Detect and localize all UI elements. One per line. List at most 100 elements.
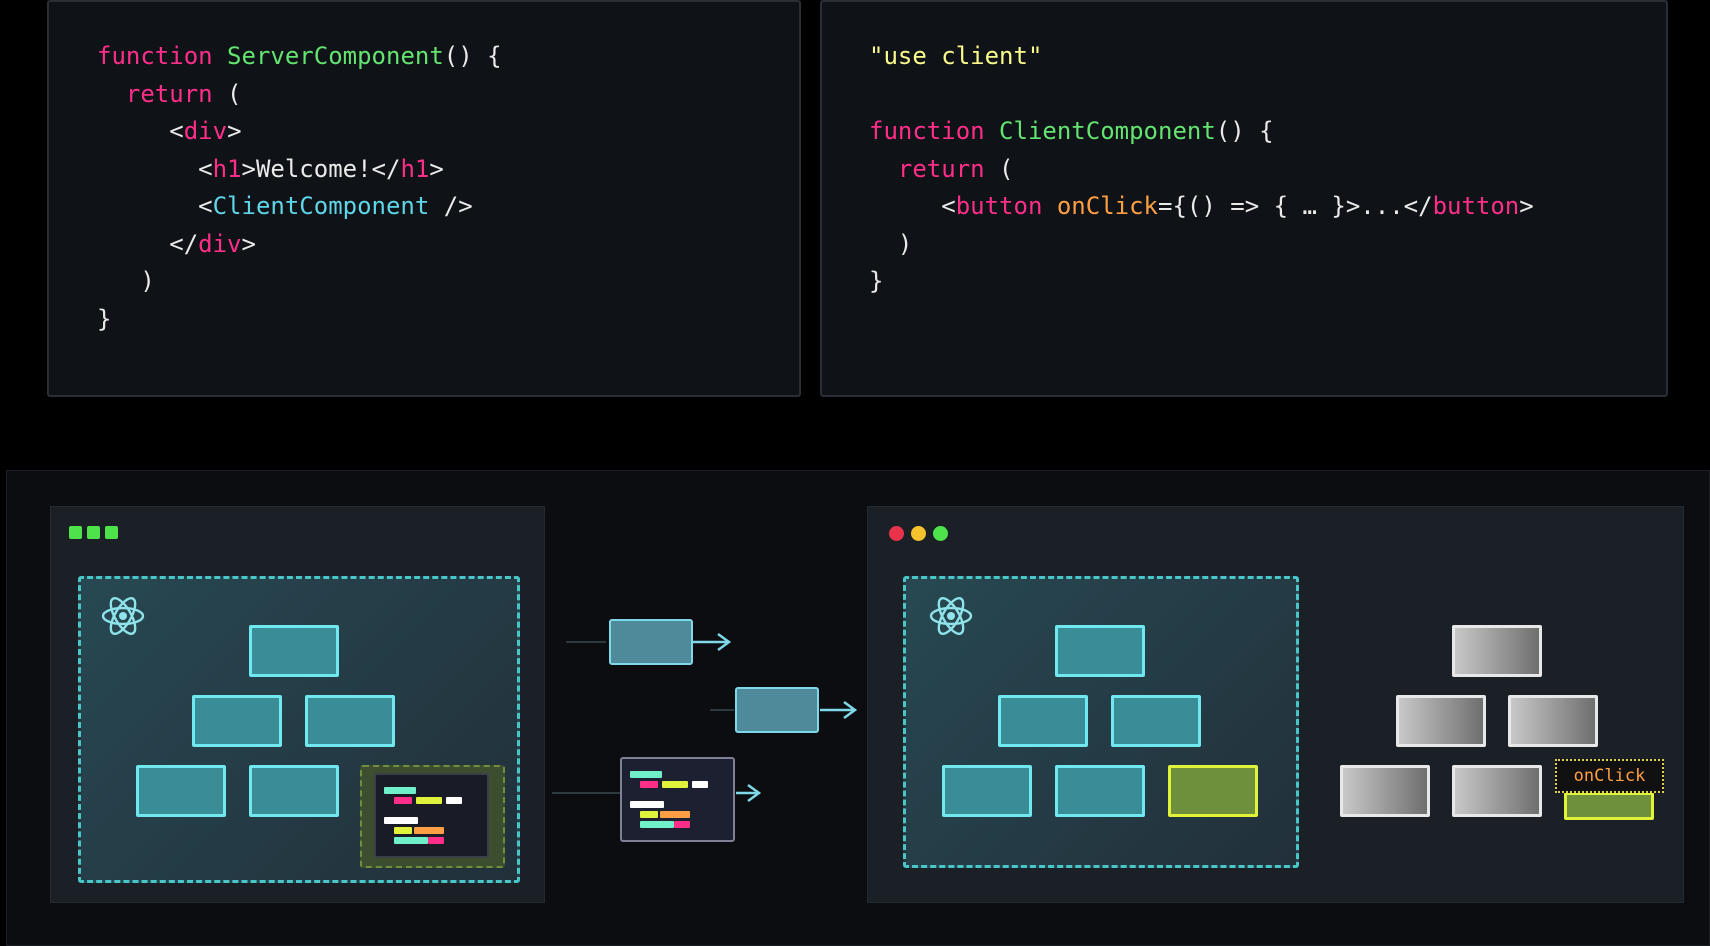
code-thumbnail-bar [394, 797, 412, 804]
server-code-token: > [241, 229, 256, 258]
server-code-line-5: <ClientComponent /> [97, 191, 473, 221]
server-indicator-3 [105, 526, 118, 539]
server-code-token: h1 [212, 154, 242, 183]
client-code-token [1042, 192, 1056, 220]
client-tree-node-l1-left [998, 695, 1088, 747]
server-code-token: ( [212, 79, 242, 108]
client-code-line-4: return ( [869, 154, 1014, 184]
client-code-token: onClick [1056, 192, 1159, 220]
client-code-token: "use client" [869, 42, 1043, 70]
dom-tree-node-l1-left [1396, 695, 1486, 747]
transfer-line-2 [710, 700, 858, 720]
client-react-tree-box [903, 576, 1299, 868]
client-code-token: ) [869, 229, 913, 258]
server-code-token: div [198, 229, 242, 258]
server-code-line-8: } [97, 304, 111, 334]
server-code-line-1: function ServerComponent() { [97, 41, 502, 71]
code-thumbnail-bar [630, 771, 662, 778]
onclick-handler-label: onClick [1555, 759, 1664, 793]
server-indicator-1 [69, 526, 82, 539]
code-thumbnail-bar [640, 811, 658, 818]
server-tree-node-l1-right [305, 695, 395, 747]
server-code-line-4: <h1>Welcome!</h1> [97, 154, 444, 184]
server-code-line-6: </div> [97, 229, 256, 259]
code-thumbnail-bar [662, 781, 688, 788]
client-code-token: button [1432, 192, 1520, 220]
react-icon [101, 597, 145, 635]
maximize-dot [933, 526, 948, 541]
server-code-token: </ [97, 229, 199, 258]
dom-button-node [1564, 792, 1654, 820]
server-code-line-2: return ( [97, 79, 242, 109]
server-code-token [97, 80, 126, 108]
client-component-node [1168, 765, 1258, 817]
client-code-line-7: } [869, 266, 883, 296]
dom-tree-node-l1-right [1508, 695, 1598, 747]
client-code-token [869, 155, 898, 183]
code-thumbnail-bar [640, 821, 674, 828]
client-tree-node-l2-1 [942, 765, 1032, 817]
server-code-token: return [125, 79, 213, 108]
client-code-token: > [1519, 192, 1534, 220]
server-code-token: ClientComponent [212, 192, 430, 220]
server-code-token: h1 [400, 154, 430, 183]
server-code-token: ServerComponent [227, 42, 444, 70]
server-code-token: < [97, 117, 184, 145]
client-tree-node-root [1055, 625, 1145, 677]
dom-tree-node-l2-2 [1452, 765, 1542, 817]
rsc-payload-packet-1 [609, 619, 693, 665]
code-thumbnail-bar [394, 837, 428, 844]
close-dot [889, 526, 904, 541]
code-thumbnail-bar [384, 787, 416, 794]
client-tree-node-l1-right [1111, 695, 1201, 747]
transfer-line-1 [566, 632, 732, 652]
client-code-token: ( [984, 154, 1014, 183]
server-code-line-7: ) [97, 266, 155, 296]
client-code-token: return [897, 154, 985, 183]
server-code-line-3: <div> [97, 116, 242, 146]
js-bundle-packet [620, 757, 735, 842]
react-icon [929, 597, 973, 635]
client-code-token: () { [1215, 117, 1274, 145]
client-code-line-5: <button onClick={() => { … }>...</button… [869, 191, 1534, 221]
client-code-line-3: function ClientComponent() { [869, 116, 1274, 146]
client-code-token: button [955, 192, 1043, 220]
code-thumbnail-bar [384, 817, 418, 824]
server-tree-node-root [249, 625, 339, 677]
code-thumbnail-bar [660, 811, 690, 818]
code-thumbnail-bar [630, 801, 664, 808]
client-tree-node-l2-2 [1055, 765, 1145, 817]
client-component-code-panel: "use client" function ClientComponent() {… [820, 0, 1668, 397]
rsc-payload-packet-2 [735, 687, 819, 733]
server-code-token: < [97, 192, 213, 220]
server-code-token: () { [443, 42, 502, 70]
server-component-code-panel: function ServerComponent() { return ( <d… [47, 0, 801, 397]
code-thumbnail-bar [394, 827, 412, 834]
code-thumbnail-bar [414, 827, 444, 834]
code-thumbnail-bar [692, 781, 708, 788]
server-tree-node-l1-left [192, 695, 282, 747]
server-code-token: < [97, 154, 213, 183]
server-code-token: function [97, 42, 228, 70]
client-code-token: ={() => { … }>...</ [1158, 192, 1433, 220]
server-code-token: > [429, 154, 444, 183]
minimize-dot [911, 526, 926, 541]
server-code-token: > [227, 117, 242, 145]
code-thumbnail-bar [446, 797, 462, 804]
client-code-token: < [869, 192, 956, 220]
server-indicator-2 [87, 526, 100, 539]
code-thumbnail-bar [416, 797, 442, 804]
client-code-token: ClientComponent [999, 117, 1216, 145]
dom-tree-node-l2-1 [1340, 765, 1430, 817]
server-tree-node-l2-2 [249, 765, 339, 817]
transfer-line-3 [552, 783, 762, 803]
server-code-token: ) [97, 267, 155, 295]
client-code-token: function [869, 117, 1000, 145]
client-code-token: } [869, 267, 884, 295]
client-code-line-1: "use client" [869, 41, 1042, 71]
server-code-token: >Welcome!</ [241, 154, 401, 183]
server-code-token: div [183, 117, 228, 145]
dom-tree-node-root [1452, 625, 1542, 677]
client-bundle-code-thumbnail [374, 773, 489, 858]
server-code-token: } [97, 304, 112, 333]
